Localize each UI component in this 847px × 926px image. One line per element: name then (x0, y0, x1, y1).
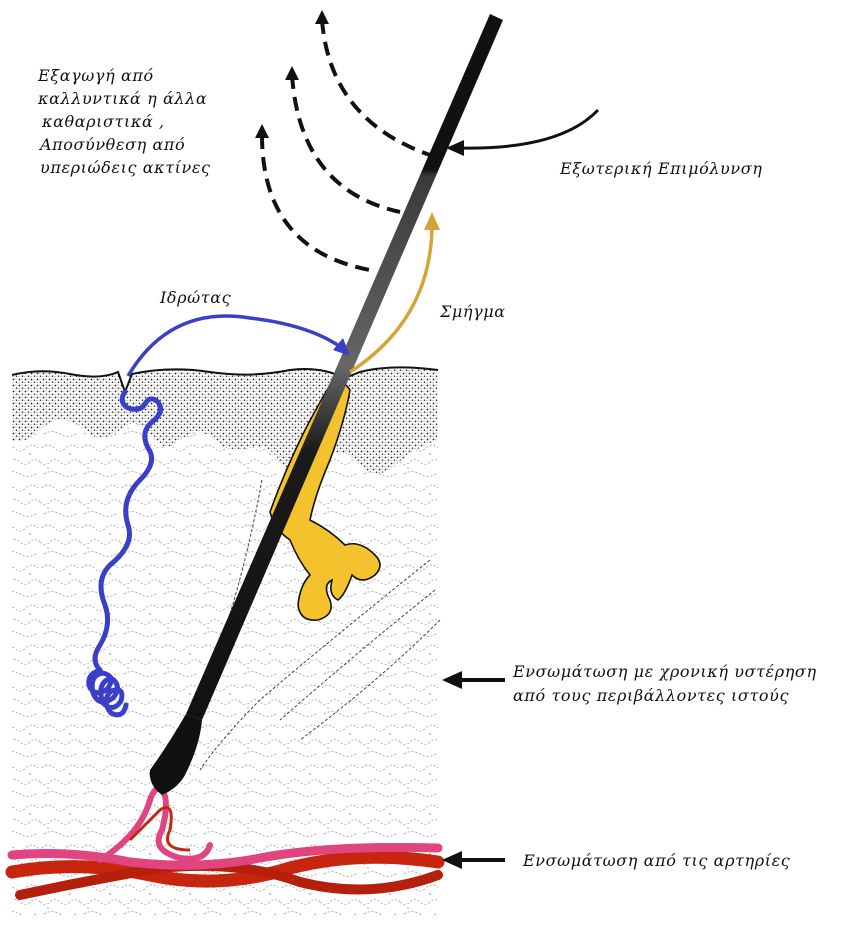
wave-arrowhead-2 (285, 66, 299, 80)
dermis-layer (12, 420, 438, 915)
wave-arc-1 (322, 20, 430, 155)
extraction-line-3: καθαριστικά , (38, 110, 258, 133)
wave-arrowhead-1 (315, 10, 329, 24)
extraction-line-2: καλλυντικά η άλλα (38, 87, 258, 110)
external-contamination-arrow (446, 110, 598, 156)
extraction-line-4: Αποσύνθεση από (38, 133, 258, 156)
extraction-line-5: υπεριώδεις ακτίνες (38, 156, 258, 179)
extraction-line-1: Εξαγωγή από (38, 64, 258, 87)
wave-arrowheads (255, 10, 329, 138)
wave-arc-3 (262, 135, 370, 270)
sebum-label: Σμήγμα (440, 300, 506, 323)
delayed-incorporation-arrow (442, 671, 505, 689)
delayed-incorporation-label-line-1: Ενσωμάτωση με χρονική υστέρηση (513, 660, 817, 683)
extraction-label: Εξαγωγή από καλλυντικά η άλλα καθαριστικ… (38, 64, 258, 179)
sweat-label: Ιδρώτας (160, 286, 231, 309)
arterial-incorporation-arrow (442, 851, 505, 869)
external-contamination-label: Εξωτερική Επιμόλυνση (560, 157, 762, 180)
sweat-arrow (128, 316, 350, 376)
delayed-incorporation-label-line-2: από τους περιβάλλοντες ιστούς (513, 684, 789, 707)
arterial-incorporation-label: Ενσωμάτωση από τις αρτηρίες (523, 849, 790, 872)
